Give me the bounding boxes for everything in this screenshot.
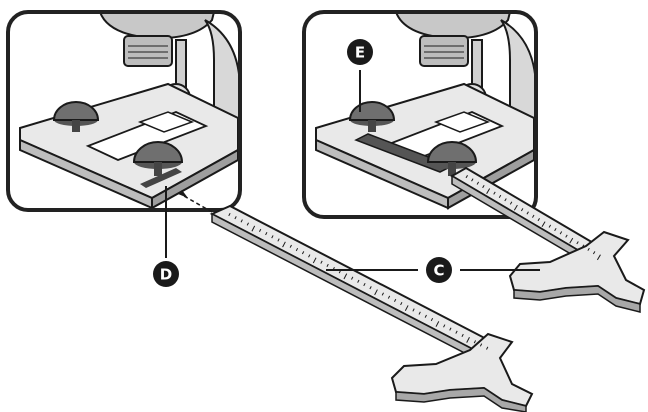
ruler-tick	[482, 184, 485, 189]
ruler-tick	[246, 222, 249, 226]
ruler-tick	[596, 254, 601, 261]
ruler-tick	[569, 237, 574, 244]
ruler-tick	[251, 225, 256, 232]
ruler-tick	[455, 330, 458, 334]
ruler-tick	[532, 214, 535, 218]
rear-clamp-knob	[52, 101, 100, 132]
ruler-tick	[587, 247, 590, 251]
right-panel-border	[302, 10, 538, 219]
right-detail-panel	[302, 10, 538, 219]
callout-d-label: D	[160, 266, 172, 284]
blade-clamp	[123, 35, 173, 67]
ruler-tick	[374, 289, 378, 296]
ruler-tick	[461, 333, 464, 337]
callout-e: E	[347, 39, 373, 65]
ruler-tick	[476, 181, 480, 185]
ruler-tick	[526, 211, 529, 215]
ruler-tick	[412, 308, 415, 312]
ruler-tick	[554, 227, 557, 232]
ruler-tick	[479, 343, 483, 347]
front-clamp-knob	[132, 141, 184, 176]
ruler-tick	[400, 302, 403, 306]
ruler-tick	[592, 251, 596, 255]
ruler-tick	[240, 219, 243, 223]
rip-fence-loose	[209, 204, 534, 412]
ruler-tick	[289, 244, 292, 248]
ruler-tick	[387, 295, 391, 299]
ruler-tick	[228, 212, 231, 217]
ruler-tick	[559, 231, 563, 235]
ruler-tick	[301, 251, 305, 255]
ruler-tick	[513, 204, 518, 211]
ruler-tick	[363, 282, 366, 287]
callout-e-label: E	[355, 44, 365, 62]
ruler-tick	[424, 314, 427, 318]
ruler-tick	[576, 241, 579, 245]
left-detail-panel	[6, 10, 242, 212]
ruler-tick	[381, 292, 384, 296]
ruler-tick	[258, 228, 262, 232]
ruler-tick	[541, 221, 546, 228]
ruler-tick	[265, 232, 268, 236]
ruler-tick	[471, 178, 474, 182]
ruler-tick	[473, 340, 477, 344]
ruler-tick	[234, 216, 237, 220]
ruler-tick	[351, 276, 354, 280]
ruler-tick	[312, 257, 317, 264]
ruler-tick	[449, 327, 452, 331]
ruler-tick	[277, 238, 280, 242]
ruler-tick	[369, 286, 372, 290]
ruler-tick	[493, 191, 496, 195]
ruler-tick	[271, 235, 274, 239]
ruler-tick	[537, 218, 540, 222]
callout-c-label: C	[433, 262, 444, 280]
ruler-tick	[430, 317, 434, 322]
ruler-tick	[295, 247, 299, 252]
ruler-tick	[486, 188, 491, 194]
ruler-tick	[326, 263, 329, 267]
ruler-tick	[565, 234, 568, 238]
ruler-tick	[282, 241, 286, 248]
ruler-tick	[504, 198, 507, 202]
front-clamp-knob	[426, 141, 478, 176]
ruler-tick	[443, 324, 446, 328]
ruler-tick	[357, 279, 360, 283]
callout-d: D	[153, 261, 179, 287]
ruler-tick	[509, 201, 513, 205]
ruler-tick	[486, 346, 489, 350]
callout-c: C	[426, 257, 452, 283]
ruler-tick	[498, 194, 502, 198]
ruler-tick	[520, 208, 524, 212]
ruler-tick	[466, 337, 470, 343]
left-panel-border	[6, 10, 242, 212]
ruler-tick	[320, 260, 323, 264]
ruler-tick	[308, 254, 311, 258]
ruler-tick	[393, 298, 397, 302]
ruler-tick	[404, 305, 409, 312]
rip-fence-installed	[450, 166, 646, 313]
insertion-arrow	[178, 190, 213, 213]
fence-slot	[140, 168, 182, 188]
ruler-tick	[435, 321, 440, 327]
ruler-tick	[343, 273, 348, 280]
ruler-tick	[581, 244, 585, 248]
ruler-tick	[465, 175, 468, 179]
ruler-tick	[548, 224, 552, 228]
ruler-tick	[418, 311, 421, 315]
